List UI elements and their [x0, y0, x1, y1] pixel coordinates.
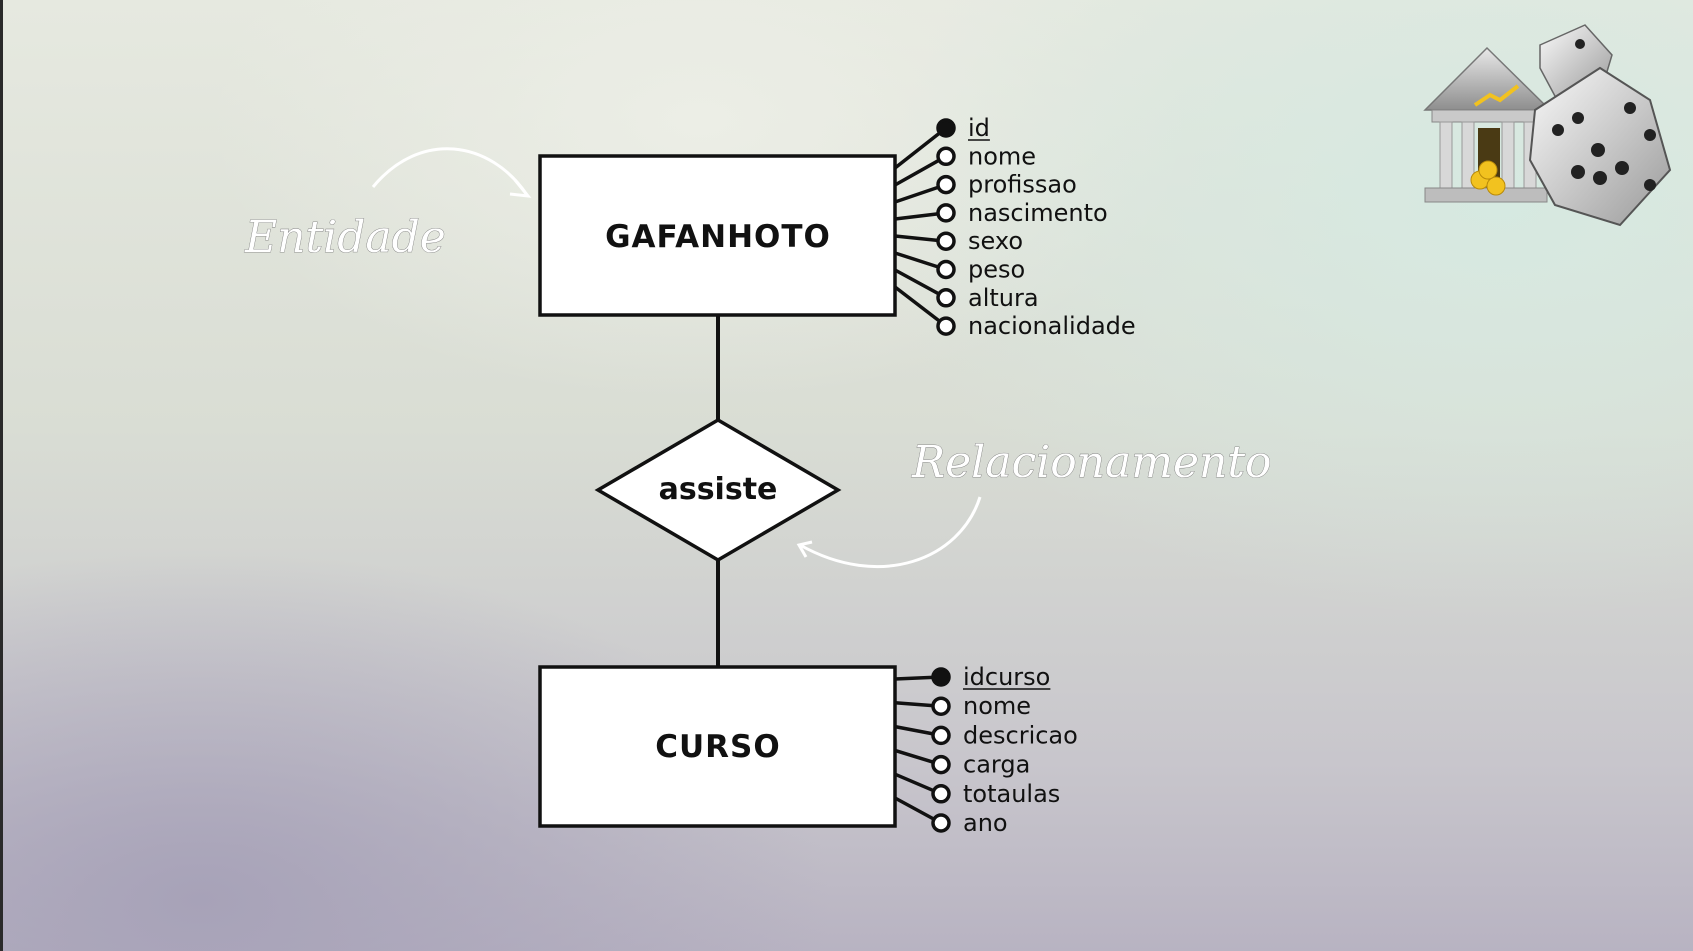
attribute-label: idcurso: [963, 663, 1050, 691]
attribute-label: altura: [968, 284, 1039, 312]
entity-attributes: idnomeprofissaonascimentosexopesoalturan…: [893, 114, 1136, 340]
attribute-label: nome: [963, 692, 1031, 720]
attribute-marker: [936, 259, 956, 280]
relationship-annotation-arrow: [799, 496, 982, 568]
attribute-label: sexo: [968, 227, 1023, 255]
relationship-name: assiste: [659, 472, 778, 507]
attribute-marker: [931, 754, 951, 775]
attribute-marker: [936, 203, 956, 223]
attribute-label: descricao: [963, 721, 1078, 749]
entity-curso: CURSO idcursonomedescricaocargatotaulasa…: [538, 663, 1078, 837]
entity-box: [538, 665, 897, 828]
entity-annotation: Entidade: [244, 147, 532, 263]
attribute-label: id: [968, 114, 990, 142]
attribute-label: nacionalidade: [968, 312, 1136, 340]
attribute-marker: [936, 288, 956, 308]
left-edge-bar: [0, 0, 3, 951]
entity-box: [538, 154, 897, 317]
attribute-marker: [936, 316, 956, 336]
attribute-marker: [931, 813, 951, 833]
entity-annotation-label: Entidade: [244, 212, 446, 263]
attribute-marker: [936, 146, 956, 167]
entity-name: GAFANHOTO: [605, 219, 831, 255]
attribute-connector: [894, 154, 947, 187]
attribute-label: ano: [963, 809, 1008, 837]
key-attribute-marker: [931, 667, 951, 687]
entity-name: CURSO: [655, 729, 780, 765]
attribute-marker: [936, 174, 956, 195]
relationship-diamond: [594, 417, 842, 563]
attribute-marker: [931, 725, 951, 746]
bank-and-dice-icon: [1423, 24, 1672, 227]
attribute-label: totaulas: [963, 780, 1060, 808]
relationship-assiste: assiste: [594, 417, 842, 563]
attribute-label: carga: [963, 751, 1030, 779]
attribute-marker: [931, 784, 951, 804]
relationship-arrowhead: [796, 540, 813, 558]
attribute-label: nome: [968, 142, 1036, 170]
attribute-connector: [893, 126, 948, 170]
relationship-annotation-label: Relacionamento: [911, 437, 1272, 488]
attribute-connector: [893, 285, 948, 328]
entity-annotation-arrow: [371, 147, 529, 196]
relationship-annotation: Relacionamento: [796, 437, 1272, 568]
entity-gafanhoto: GAFANHOTO idnomeprofissaonascimentosexop…: [538, 114, 1136, 340]
attribute-marker: [936, 231, 956, 251]
attribute-marker: [931, 696, 951, 716]
attribute-label: profissao: [968, 171, 1077, 199]
entity-arrowhead: [509, 179, 532, 198]
key-attribute-marker: [936, 118, 956, 138]
attribute-label: peso: [968, 256, 1025, 284]
attribute-label: nascimento: [968, 199, 1108, 227]
